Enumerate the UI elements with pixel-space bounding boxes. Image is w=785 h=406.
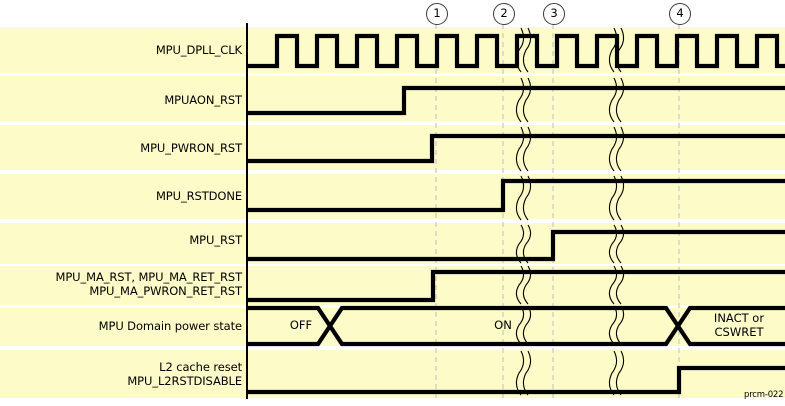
row-label-mpu-rstdone: MPU_RSTDONE: [155, 189, 242, 203]
row-label-mpu-domain-power-state: MPU Domain power state: [98, 319, 242, 333]
bus-label-on: ON: [494, 318, 512, 332]
marker-circle-2: 2: [493, 3, 515, 25]
marker-circle-3: 3: [543, 3, 565, 25]
row-label-mpu-rst: MPU_RST: [189, 233, 242, 247]
marker-circle-1: 1: [426, 3, 448, 25]
row-label-mpu-ma-rst-group: MPU_MA_RST, MPU_MA_RET_RST MPU_MA_PWRON_…: [55, 270, 243, 298]
row-label-mpuaon-rst: MPUAON_RST: [164, 93, 242, 107]
signal-axis-line: [246, 23, 248, 399]
row-label-mpu-dpll-clk: MPU_DPLL_CLK: [155, 43, 242, 57]
row-label-l2-cache-reset: L2 cache reset MPU_L2RSTDISABLE: [127, 360, 242, 388]
bus-label-off: OFF: [289, 318, 313, 332]
row-label-mpu-pwron-rst: MPU_PWRON_RST: [140, 141, 242, 155]
bus-label-inact-or-cswret: INACT or CSWRET: [713, 311, 765, 339]
marker-circle-4: 4: [669, 3, 691, 25]
figure-id-label: prcm-022: [744, 390, 784, 400]
